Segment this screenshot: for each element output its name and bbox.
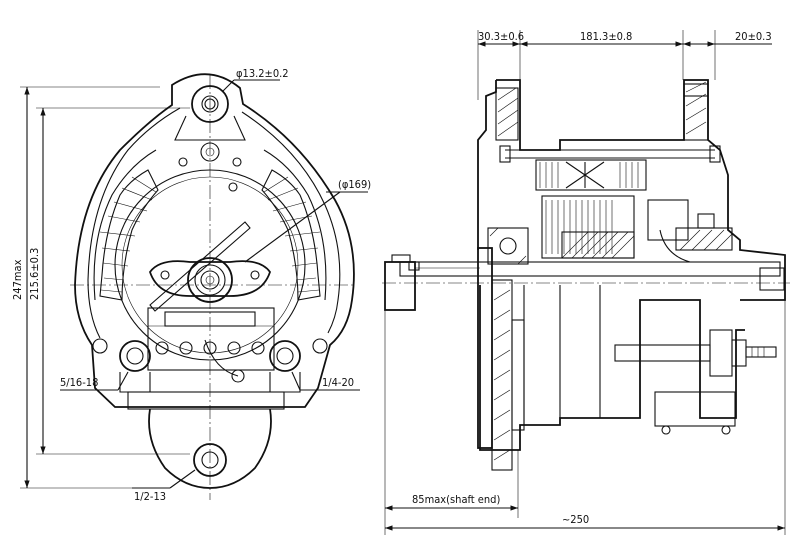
dim-shaft-end: 85max(shaft end): [412, 493, 500, 506]
dim-left-thread: 5/16-18: [60, 376, 98, 389]
dim-right-offset: 20±0.3: [735, 30, 772, 43]
dim-left-offset: 30.3±0.6: [478, 30, 524, 43]
dim-overall-length: ~250: [562, 513, 589, 526]
dim-pulley-diameter: (φ169): [338, 178, 371, 191]
dim-overall-height: 247max: [11, 259, 24, 300]
front-view: 247max 215.6±0.3 φ13.2±0.2 (φ169) 5/16-1…: [11, 67, 371, 503]
dim-mount-height: 215.6±0.3: [28, 248, 41, 300]
dim-top-hole: φ13.2±0.2: [236, 67, 289, 80]
dim-right-thread: 1/4-20: [322, 376, 354, 389]
dim-span: 181.3±0.8: [580, 30, 632, 43]
dim-bottom-thread: 1/2-13: [134, 490, 166, 503]
side-view: 30.3±0.6 181.3±0.8 20±0.3: [382, 30, 790, 535]
